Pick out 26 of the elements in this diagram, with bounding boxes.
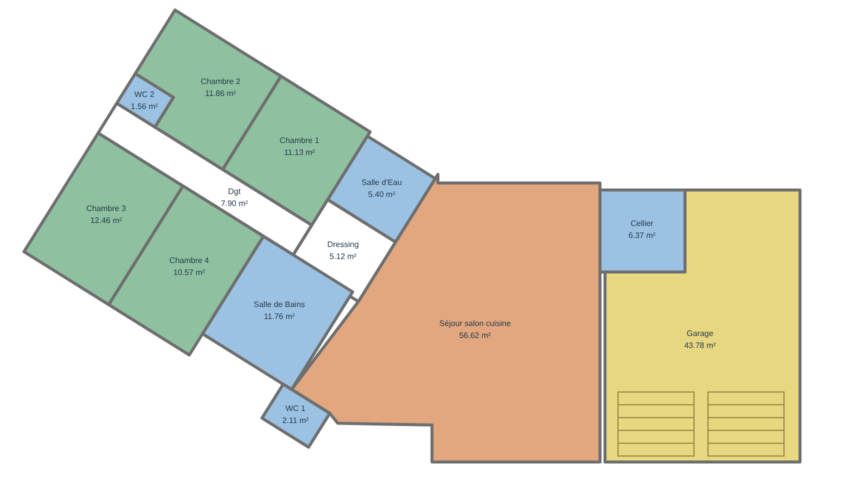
room-name: Cellier [630,218,654,230]
room-area: 11.76 m² [254,311,305,324]
room-name: Séjour salon cuisine [439,318,511,330]
room-area: 6.37 m² [628,230,656,242]
room-area: 56.62 m² [439,330,511,342]
room-name: WC 2 [133,88,156,101]
room-name: Dgt [227,186,242,198]
room-name: Salle de Bains [254,299,305,312]
room-area: 12.46 m² [86,214,126,227]
room-area: 2.11 m² [282,415,309,428]
room-area: 5.40 m² [362,188,402,201]
room-area: 43.78 m² [684,340,716,352]
room-area: 1.56 m² [130,100,158,113]
room-name: Chambre 4 [169,254,209,267]
room-name: Chambre 1 [280,134,320,147]
room-name: Salle d'Eau [362,176,402,189]
room-name: WC 1 [284,403,306,416]
room-area: 7.90 m² [220,198,248,210]
room-area: 5.12 m² [327,250,359,263]
room-name: Dressing [327,238,359,251]
room-name: Chambre 3 [86,202,126,215]
room-name: Garage [686,328,714,340]
room-name: Chambre 2 [200,76,240,88]
room-area: 11.13 m² [280,146,320,159]
room-area: 10.57 m² [169,266,209,279]
room-area: 11.86 m² [200,88,240,100]
